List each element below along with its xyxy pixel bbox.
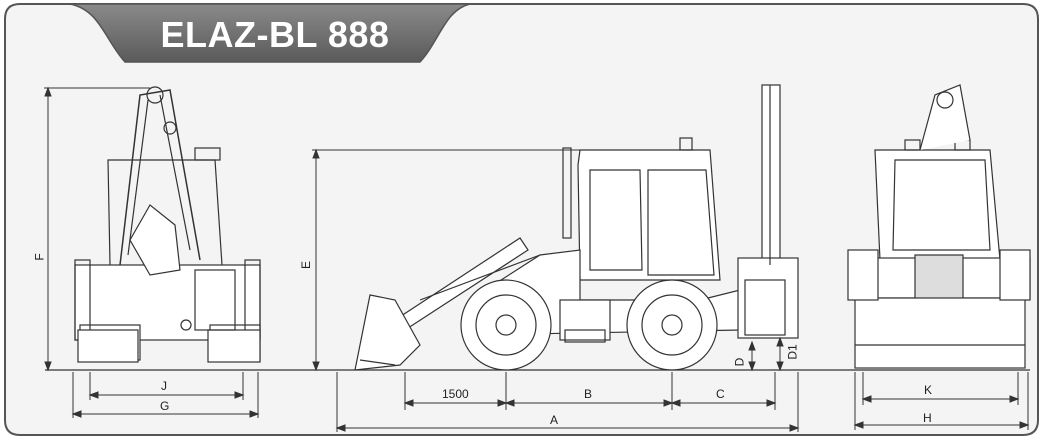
dim-k-h	[853, 372, 1030, 430]
dim-d-d1	[748, 336, 784, 372]
dim-label-1500: 1500	[442, 387, 469, 401]
dim-label-h: H	[923, 411, 932, 425]
dim-label-d1: D1	[785, 344, 800, 360]
dim-e	[312, 148, 580, 372]
dim-a	[335, 372, 800, 432]
dim-1500-b-c	[403, 372, 777, 410]
rear-view-machine	[74, 86, 261, 363]
dim-label-d: D	[732, 357, 747, 367]
side-view-machine	[354, 84, 799, 371]
dim-j-g	[71, 372, 260, 418]
dim-label-c: C	[716, 387, 725, 401]
dim-label-f: F	[32, 253, 47, 261]
dim-label-k: K	[924, 383, 933, 397]
dim-label-a: A	[550, 413, 559, 427]
dim-label-e: E	[299, 260, 314, 270]
title-tab	[69, 3, 471, 63]
front-view-machine	[847, 84, 1031, 369]
dim-label-g: G	[160, 399, 170, 413]
dim-label-j: J	[161, 379, 167, 393]
dim-f	[44, 86, 150, 372]
dim-label-b: B	[584, 387, 593, 401]
page-title: ELAZ-BL 888	[160, 14, 390, 55]
